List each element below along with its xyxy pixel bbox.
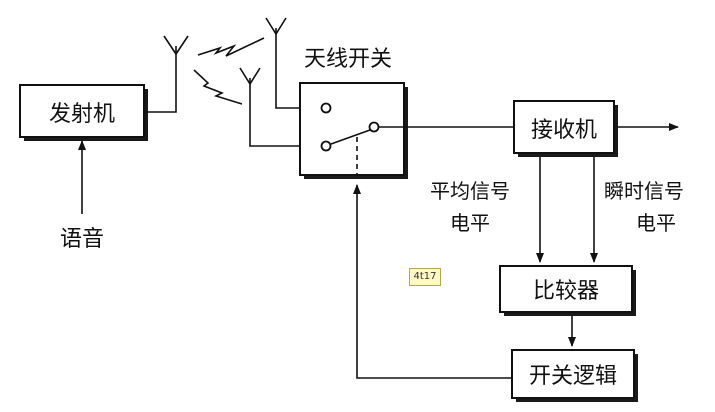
transmitter-antenna-icon [144, 35, 189, 113]
switch-logic-label: 开关逻辑 [529, 364, 617, 389]
receiver-label: 接收机 [531, 118, 597, 143]
avg-signal-label: 电平 [450, 211, 490, 235]
switch-blade-icon [330, 129, 371, 145]
transmitter-label: 发射机 [49, 102, 115, 127]
transmitter-block: 发射机 [19, 84, 148, 141]
receive-antenna-icon [239, 67, 322, 147]
switch-contact-icon [320, 102, 332, 114]
antenna-switch-label: 天线开关 [304, 47, 392, 72]
avg-signal-label: 平均信号 [430, 179, 510, 203]
voice-label: 语音 [60, 227, 104, 252]
inst-signal-label: 电平 [636, 211, 676, 235]
receiver-block: 接收机 [513, 100, 618, 157]
comparator-label: 比较器 [533, 279, 599, 304]
switch-logic-block: 开关逻辑 [511, 349, 638, 402]
inst-signal-label: 瞬时信号 [604, 179, 684, 203]
antenna-switch-block [299, 82, 408, 179]
radio-wave-icon [193, 69, 243, 105]
comparator-block: 比较器 [499, 265, 636, 316]
note-tag[interactable]: 4t17 [409, 268, 441, 286]
switch-pivot-icon [368, 121, 380, 133]
switch-contact-icon [320, 140, 332, 152]
feedback-arrow [353, 184, 512, 379]
radio-wave-icon [197, 37, 265, 57]
